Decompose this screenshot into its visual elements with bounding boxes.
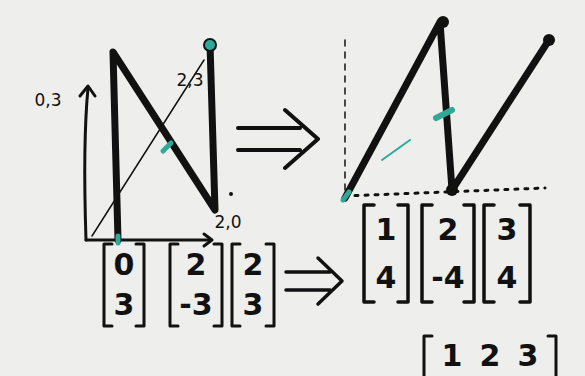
point-dot <box>446 184 458 196</box>
y-axis <box>85 88 88 240</box>
matrix-bracket <box>364 205 408 302</box>
point-mark <box>116 236 121 243</box>
matrix-bracket <box>104 244 144 326</box>
implies-arrow <box>286 258 342 304</box>
matrix-bracket <box>422 205 474 302</box>
point-dot <box>204 39 216 51</box>
point-dot <box>543 34 555 46</box>
dot <box>229 192 233 196</box>
diagonal-vector <box>382 140 410 160</box>
matrix-entry: 1 <box>376 215 397 245</box>
matrix-bracket <box>424 336 556 376</box>
point-coordinate: 2,3 <box>176 72 203 89</box>
matrix-entry: 3 <box>114 290 135 320</box>
matrix-entry: 2 <box>243 250 264 280</box>
implies-arrow <box>238 110 318 168</box>
matrix-entry: 4 <box>497 263 518 293</box>
n-shape <box>113 44 215 240</box>
midpoint-mark <box>163 143 171 151</box>
x-axis-head <box>204 234 212 246</box>
y-axis-head <box>80 86 95 96</box>
point-coordinate: 2,0 <box>214 214 241 231</box>
matrix-bracket <box>232 244 274 326</box>
dotted-baseline <box>345 188 545 196</box>
diagonal-vector <box>92 60 204 236</box>
matrix-entry: 3 <box>497 215 518 245</box>
point-dot <box>437 16 449 28</box>
point-coordinate: 0,3 <box>34 92 61 109</box>
vector-entry: 2 <box>480 341 501 371</box>
vector-entry: 3 <box>518 341 539 371</box>
matrix-entry: 4 <box>376 263 397 293</box>
midpoint-mark <box>436 110 452 118</box>
matrix-entry: -4 <box>431 263 464 293</box>
dashed-guide <box>344 40 346 198</box>
x-axis <box>86 239 210 242</box>
matrix-entry: -3 <box>179 290 212 320</box>
point-mark <box>343 192 349 200</box>
matrix-entry: 2 <box>438 215 459 245</box>
matrix-bracket <box>484 205 530 302</box>
matrix-entry: 2 <box>186 250 207 280</box>
sheared-shape <box>345 22 549 198</box>
vector-entry: 1 <box>442 341 463 371</box>
matrix-entry: 3 <box>243 290 264 320</box>
matrix-entry: 0 <box>114 250 135 280</box>
matrix-bracket <box>170 244 222 326</box>
